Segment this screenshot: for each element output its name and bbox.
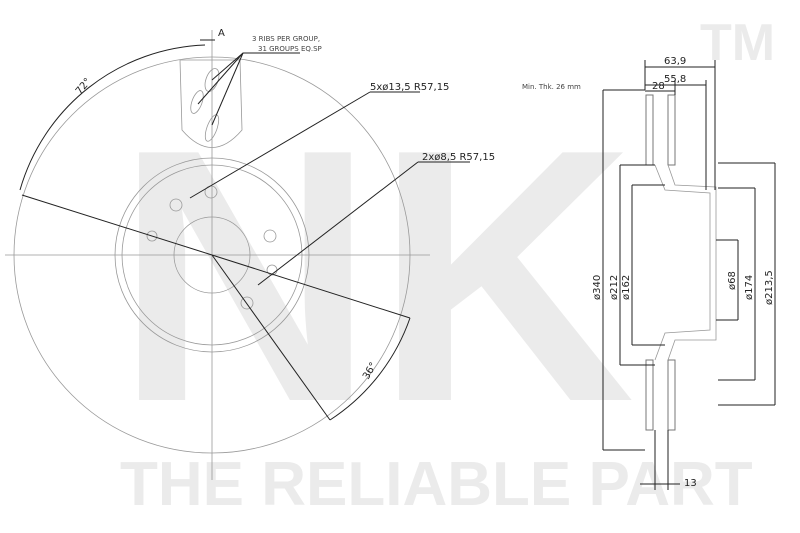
dim-d162: ø162 — [621, 275, 632, 300]
dim-13: 13 — [684, 478, 697, 489]
dim-d213-5: ø213,5 — [764, 270, 775, 305]
dim-28: 28 — [652, 81, 665, 92]
pin-holes-label: 2xø8,5 R57,15 — [422, 152, 495, 163]
min-thickness-label: Min. Thk. 26 mm — [522, 83, 581, 91]
bolt-holes-label: 5xø13,5 R57,15 — [370, 82, 449, 93]
section-marker: A — [218, 28, 225, 39]
watermark-tm: TM — [700, 14, 775, 72]
dim-d340: ø340 — [592, 275, 603, 300]
dim-d174: ø174 — [744, 275, 755, 300]
watermark-brand: NK — [115, 75, 635, 477]
dim-55-8: 55,8 — [664, 74, 686, 85]
dim-d68: ø68 — [727, 271, 738, 290]
dim-63-9: 63,9 — [664, 56, 686, 67]
ribs-note-line2: 31 GROUPS EQ.SP — [258, 45, 322, 53]
angle-72-label: 72° — [74, 76, 94, 97]
ribs-note-line1: 3 RIBS PER GROUP, — [252, 35, 320, 43]
dim-d212: ø212 — [609, 275, 620, 300]
front-view: A 3 RIBS PER GROUP, 31 GROUPS EQ.SP 5xø1… — [5, 28, 495, 480]
section-view: Min. Thk. 26 mm 63,9 55,8 28 ø340 ø212 ø… — [522, 56, 776, 490]
